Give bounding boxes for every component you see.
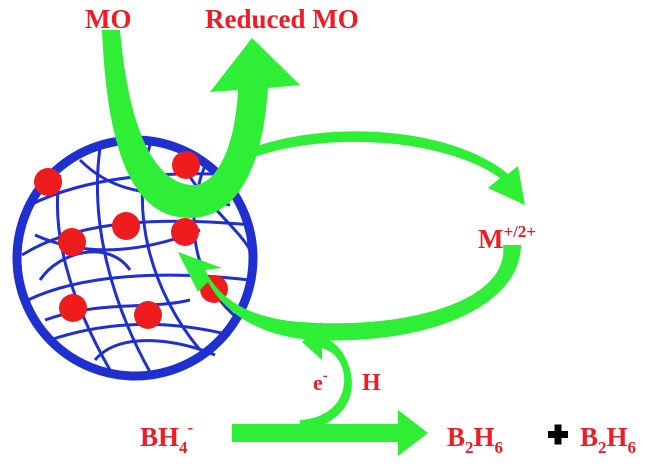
oxidation-arc-arrow (225, 131, 525, 205)
metal-cycle-arrows (178, 131, 525, 341)
product2-h: H (607, 422, 628, 452)
borohydride-sub: 4 (179, 438, 188, 457)
product1-h: H (474, 422, 495, 452)
product1-b: B (447, 422, 465, 452)
product2-b: B (580, 422, 598, 452)
borohydride-base: BH (140, 422, 179, 452)
product1-label: B2H6 (447, 422, 503, 457)
electron-base: e (313, 370, 323, 395)
metal-ion-label: M+/2+ (478, 222, 536, 254)
metal-ion-charge: +/2+ (503, 222, 536, 241)
mo-reduction-arrow (102, 30, 300, 218)
product2-hsub: 6 (628, 438, 637, 457)
nanoparticle-icon (34, 168, 62, 196)
main-reaction-arrow (232, 410, 428, 456)
borohydride-label: BH4- (140, 418, 194, 457)
product1-bsub: 2 (465, 438, 474, 457)
nanoparticle-icon (58, 228, 86, 256)
product1-hsub: 6 (495, 438, 504, 457)
product2-label: B2H6 (580, 422, 636, 457)
electron-charge: - (323, 368, 328, 384)
plus-icon (548, 424, 568, 445)
nanoparticle-icon (112, 212, 140, 240)
s-curve-arrow (300, 322, 352, 432)
u-turn-arrow (102, 30, 300, 218)
metal-ion-base: M (478, 224, 503, 254)
borohydride-arrow (232, 410, 428, 456)
borohydride-charge: - (188, 418, 194, 437)
electron-transfer-arrow (300, 322, 352, 432)
product2-bsub: 2 (598, 438, 607, 457)
nanoparticles (34, 151, 228, 329)
nanoparticle-icon (171, 218, 199, 246)
nanoparticle-icon (59, 294, 87, 322)
reduced-mo-label: Reduced MO (205, 4, 359, 34)
electron-label: e- (313, 368, 328, 395)
hydrogen-label: H (362, 370, 381, 396)
mo-label: MO (85, 4, 132, 34)
nanoparticle-icon (134, 301, 162, 329)
reduction-arc-arrow (178, 245, 521, 341)
nanoparticle-icon (172, 151, 200, 179)
